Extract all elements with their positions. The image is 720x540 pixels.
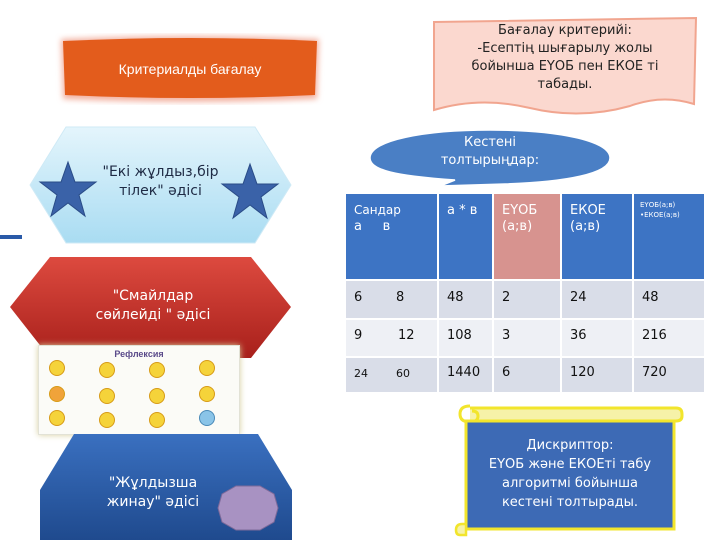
- assessment-criteria-note: Бағалау критерийі: -Есептің шығарылу жол…: [430, 14, 700, 119]
- header-cell-numbers: Сандар а в: [346, 194, 439, 279]
- header-cell-product: а * в: [439, 194, 494, 279]
- decagon-badge-icon: [217, 485, 279, 531]
- smiley-icon: [149, 412, 165, 428]
- table-row: 9 12 108 3 36 216: [346, 318, 704, 356]
- descriptor-line-4: кестені толтырады.: [501, 495, 639, 510]
- header-gcd-line2: (а;в): [502, 219, 533, 234]
- row3-b: 60: [396, 367, 410, 380]
- descriptor-scroll-shape: [454, 404, 684, 537]
- criteria-banner-shape: [61, 36, 319, 102]
- criteria-banner-label: Критериалды бағалау: [118, 61, 262, 77]
- descriptor-line-1: Дискриптор:: [526, 438, 614, 453]
- row2-product: 108: [447, 328, 472, 343]
- header-gcd-line1: ЕҮОБ: [502, 203, 538, 218]
- two-stars-line-1: "Екі жұлдыз,бір: [102, 164, 219, 180]
- header-lcm-line1: ЕКОЕ: [570, 203, 606, 218]
- row3-gcd-times-lcm: 720: [642, 365, 667, 380]
- gcd-lcm-table: Сандар а в а * в ЕҮОБ (а;в) ЕКОЕ (а;в) Е…: [346, 194, 704, 392]
- smiley-icon: [99, 362, 115, 378]
- fill-table-bubble: Кестені толтырыңдар:: [365, 128, 615, 188]
- row2-b: 12: [398, 328, 415, 343]
- assessment-note-line-2: -Есептің шығарылу жолы: [477, 41, 653, 56]
- assessment-note-line-4: табады.: [537, 77, 593, 92]
- header-cell-lcm: ЕКОЕ (а;в): [562, 194, 634, 279]
- descriptor-line-3: алгоритмі бойынша: [502, 476, 638, 491]
- two-stars-shape: [29, 126, 292, 244]
- row1-b: 8: [396, 290, 405, 305]
- smiley-icon: [49, 360, 65, 376]
- star-icon: [220, 162, 280, 220]
- row1-product: 48: [447, 290, 464, 305]
- header-cell-gcd-times-lcm: ЕҮОБ(а;в) •ЕКОЕ(а;в): [634, 194, 704, 279]
- smileys-shape: [10, 257, 291, 358]
- fill-table-line-1: Кестені: [463, 135, 517, 150]
- method-smileys-hexagon[interactable]: "Смайлдар сөйлейді " әдісі: [8, 255, 293, 360]
- smiley-icon: [49, 386, 65, 402]
- smiley-icon: [99, 412, 115, 428]
- row1-a: 6: [354, 290, 363, 305]
- slide-edge-dash: [0, 235, 22, 239]
- table-header-row: Сандар а в а * в ЕҮОБ (а;в) ЕКОЕ (а;в) Е…: [346, 194, 704, 279]
- row1-gcd: 2: [502, 290, 511, 305]
- smileys-line-2: сөйлейді " әдісі: [95, 307, 211, 323]
- row3-lcm: 120: [570, 365, 595, 380]
- smiley-icon: [199, 360, 215, 376]
- two-stars-line-2: тілек" әдісі: [119, 183, 202, 199]
- row2-gcd-times-lcm: 216: [642, 328, 667, 343]
- header-gcdlcm-line1: ЕҮОБ(а;в): [640, 201, 676, 209]
- star-icon: [38, 160, 98, 218]
- smiley-icon: [149, 362, 165, 378]
- row3-product: 1440: [447, 365, 481, 380]
- row2-a: 9: [354, 328, 363, 343]
- header-numbers-line2: а в: [354, 219, 391, 234]
- smiley-icon: [99, 388, 115, 404]
- row1-lcm: 24: [570, 290, 587, 305]
- reflection-card: Рефлексия: [38, 345, 240, 435]
- header-gcdlcm-line2: •ЕКОЕ(а;в): [640, 211, 680, 219]
- smiley-icon: [49, 410, 65, 426]
- assessment-note-shape: [433, 16, 698, 115]
- descriptor-scroll: Дискриптор: ЕҮОБ және ЕКОЕті табу алгори…: [448, 402, 684, 538]
- reflection-title: Рефлексия: [114, 349, 164, 359]
- row3-a: 24: [354, 367, 368, 380]
- header-product-line1: а * в: [447, 203, 478, 218]
- fill-table-bubble-shape: [369, 129, 611, 187]
- star-collect-line-1: "Жұлдызша: [108, 475, 198, 491]
- descriptor-line-2: ЕҮОБ және ЕКОЕті табу: [488, 457, 652, 472]
- row2-gcd: 3: [502, 328, 511, 343]
- header-cell-gcd: ЕҮОБ (а;в): [494, 194, 562, 279]
- assessment-note-line-3: бойынша ЕҮОБ пен ЕКОЕ ті: [471, 59, 659, 74]
- header-numbers-line1: Сандар: [354, 203, 401, 217]
- assessment-note-line-1: Бағалау критерийі:: [498, 23, 632, 38]
- method-star-collect-hexagon[interactable]: "Жұлдызша жинау" әдісі: [38, 432, 294, 540]
- header-lcm-line2: (а;в): [570, 219, 601, 234]
- fill-table-line-2: толтырыңдар:: [440, 153, 540, 168]
- smiley-icon: [199, 410, 215, 426]
- smileys-line-1: "Смайлдар: [112, 288, 194, 304]
- row1-gcd-times-lcm: 48: [642, 290, 659, 305]
- table-row: 6 8 48 2 24 48: [346, 279, 704, 318]
- smiley-icon: [199, 386, 215, 402]
- smiley-icon: [149, 388, 165, 404]
- star-collect-line-2: жинау" әдісі: [106, 494, 200, 510]
- table-row: 24 60 1440 6 120 720: [346, 356, 704, 392]
- criteria-banner[interactable]: Критериалды бағалау: [55, 33, 325, 105]
- row2-lcm: 36: [570, 328, 587, 343]
- row3-gcd: 6: [502, 365, 511, 380]
- method-two-stars-hexagon[interactable]: "Екі жұлдыз,бір тілек" әдісі: [28, 125, 293, 245]
